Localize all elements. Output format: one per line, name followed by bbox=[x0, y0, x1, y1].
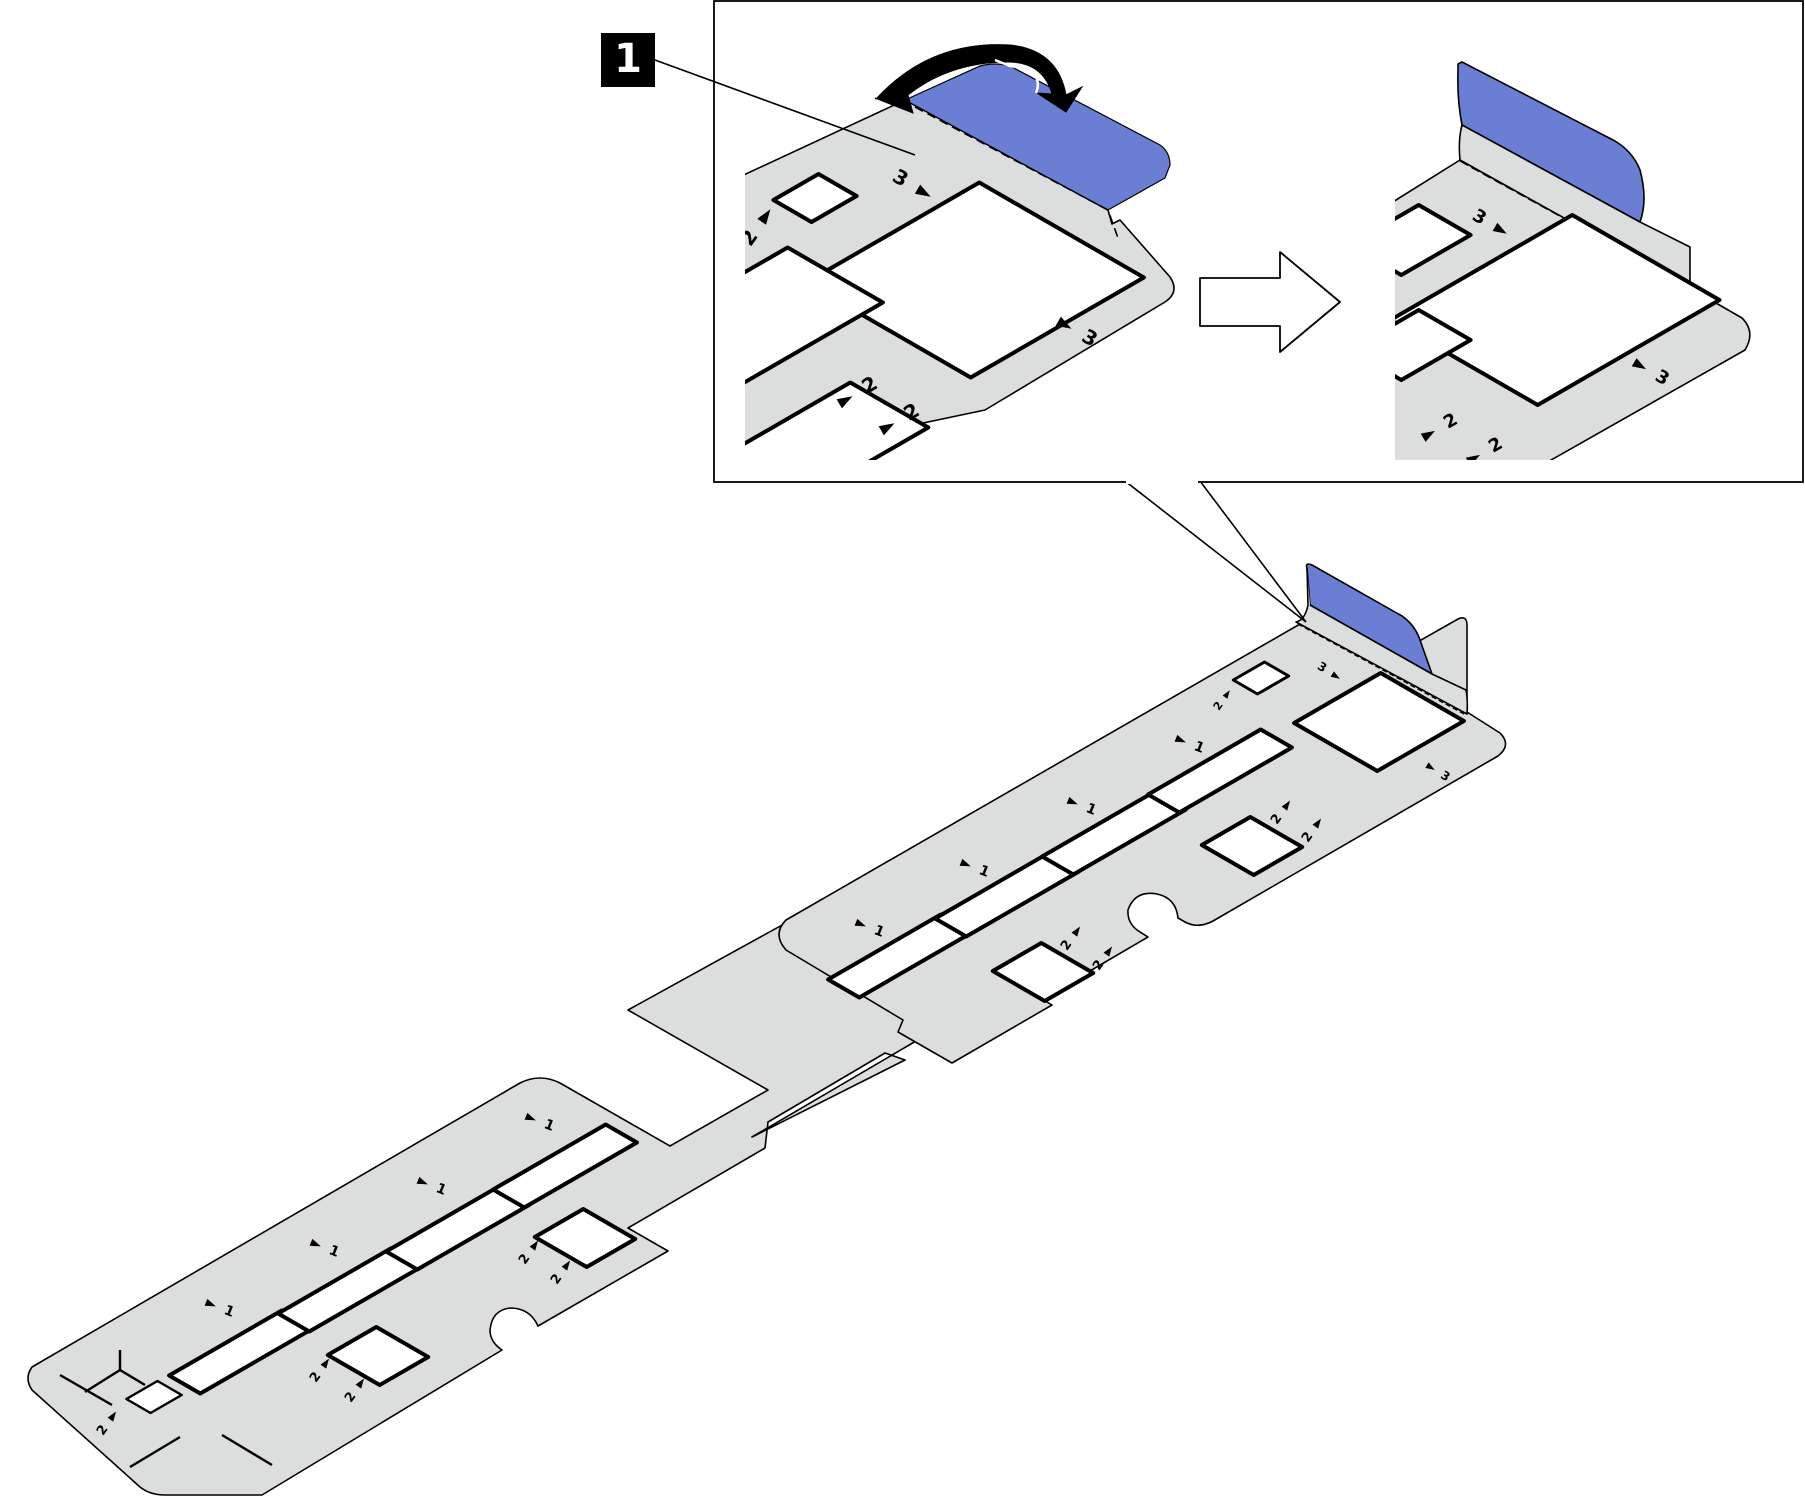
after-tab-blue bbox=[1457, 61, 1645, 223]
before-cutout-square bbox=[745, 380, 931, 460]
arrow-marker-icon bbox=[1631, 358, 1647, 370]
lower-cutout-square-1 bbox=[325, 1325, 431, 1387]
lower-cutout-slot-4 bbox=[491, 1122, 639, 1210]
arrow-marker-icon bbox=[561, 1260, 571, 1271]
arrow-marker-icon bbox=[1330, 671, 1340, 679]
before-cutout-large bbox=[804, 180, 1146, 380]
after-tab-base bbox=[1458, 124, 1691, 289]
tab-base bbox=[1295, 567, 1469, 715]
upper-cutout-square-2 bbox=[1199, 815, 1305, 877]
callout-leader-line bbox=[654, 59, 916, 156]
after-cutout-left-a bbox=[1395, 203, 1473, 277]
arrow-marker-icon bbox=[1465, 454, 1481, 460]
arrow-marker-icon bbox=[1420, 430, 1436, 442]
before-tab-blue bbox=[903, 63, 1171, 211]
arrow-marker-icon bbox=[1312, 818, 1322, 829]
arrow-marker-icon bbox=[320, 1358, 330, 1369]
arrow-marker-icon bbox=[309, 1238, 321, 1247]
arrow-marker-icon bbox=[1071, 926, 1081, 937]
arrow-marker-icon bbox=[1492, 222, 1507, 234]
corner-lines bbox=[59, 1350, 146, 1407]
arrow-marker-icon bbox=[757, 209, 771, 225]
after-cutout-left-b bbox=[1395, 308, 1473, 382]
arrow-marker-icon bbox=[524, 1112, 536, 1121]
arrow-marker-icon bbox=[1222, 690, 1230, 699]
upper-cutout-small bbox=[1231, 660, 1291, 696]
folded-tab bbox=[1295, 563, 1469, 716]
arrow-marker-icon bbox=[204, 1298, 216, 1307]
arrow-marker-icon bbox=[1174, 734, 1186, 743]
arrow-marker-icon bbox=[355, 1378, 365, 1389]
arrow-marker-icon bbox=[529, 1240, 539, 1251]
arrow-marker-icon bbox=[878, 423, 895, 436]
arrow-marker-icon bbox=[1103, 946, 1113, 957]
arrow-marker-icon bbox=[1066, 796, 1078, 805]
upper-cutout-large bbox=[1292, 671, 1466, 773]
after-cutout-large bbox=[1395, 213, 1722, 407]
bottom-edge-lines bbox=[129, 1433, 273, 1469]
before-cutout-small bbox=[771, 172, 859, 224]
arrow-marker-icon bbox=[1055, 316, 1072, 329]
upper-cutout-square-1 bbox=[990, 941, 1096, 1003]
curved-arrow-icon bbox=[874, 44, 1084, 114]
callout-number: 1 bbox=[614, 36, 642, 82]
tab-blue bbox=[1305, 563, 1433, 675]
arrow-marker-icon bbox=[959, 858, 971, 867]
callout-badge bbox=[601, 33, 655, 87]
arrow-marker-icon bbox=[836, 396, 853, 409]
arrow-marker-icon bbox=[914, 184, 931, 197]
upper-cutout-slot-4 bbox=[1146, 727, 1294, 815]
callout-pointer bbox=[1124, 480, 1307, 623]
lower-cutout-square-2 bbox=[532, 1207, 638, 1269]
arrow-marker-icon bbox=[1425, 762, 1435, 770]
arrow-marker-icon bbox=[416, 1176, 428, 1185]
arrow-marker-icon bbox=[107, 1411, 117, 1422]
before-fold-line bbox=[914, 106, 1119, 239]
arrow-marker-icon bbox=[854, 918, 866, 927]
arrow-marker-icon bbox=[1281, 800, 1291, 811]
right-arrow-icon bbox=[1199, 251, 1341, 353]
before-cutout-slot bbox=[745, 245, 885, 385]
lower-cutout-small bbox=[125, 1379, 183, 1415]
